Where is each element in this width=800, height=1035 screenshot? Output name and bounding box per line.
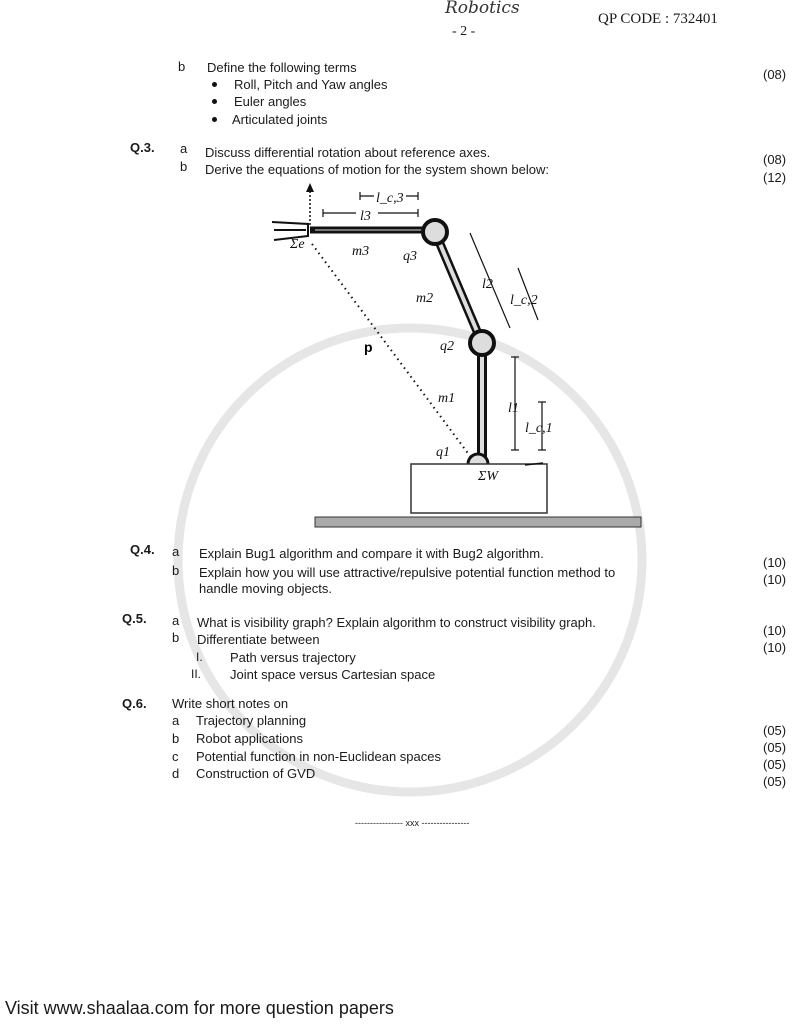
label-m3: m3 — [352, 244, 369, 259]
q2b-text: Define the following terms — [207, 60, 357, 75]
q5b-letter: b — [172, 630, 180, 645]
q2b-bullet-3: Articulated joints — [232, 112, 328, 127]
q6d-letter: d — [172, 766, 180, 781]
label-l3: l3 — [360, 209, 371, 224]
bullet-icon — [212, 82, 217, 87]
q4a-text: Explain Bug1 algorithm and compare it wi… — [199, 546, 544, 561]
robot-arm-diagram: l_c,3 l3 m3 q3 l2 l_c,2 m2 p q2 m1 l1 l_… — [271, 183, 642, 528]
label-m1: m1 — [438, 391, 455, 406]
q6a-text: Trajectory planning — [196, 713, 307, 728]
q3b-letter: b — [180, 159, 188, 174]
q2b-bullet-1: Roll, Pitch and Yaw angles — [234, 77, 388, 92]
q2b-marks: (08) — [763, 67, 787, 82]
q5-number: Q.5. — [122, 611, 147, 626]
label-q2: q2 — [440, 339, 454, 354]
qp-code: QP CODE : 732401 — [598, 11, 718, 27]
bullet-icon — [212, 117, 217, 122]
q3a-marks: (08) — [763, 152, 787, 167]
label-l2: l2 — [482, 277, 493, 292]
label-q1: q1 — [436, 445, 450, 460]
q3a-letter: a — [180, 141, 188, 156]
q2b-bullet-2: Euler angles — [234, 94, 307, 109]
q5b-item-1-num: I. — [196, 650, 203, 664]
q3a-text: Discuss differential rotation about refe… — [205, 145, 491, 160]
q2b-letter: b — [178, 59, 186, 74]
q3-number: Q.3. — [130, 140, 155, 155]
q5a-marks: (10) — [763, 623, 787, 638]
q6c-letter: c — [172, 749, 179, 764]
label-lc2: l_c,2 — [510, 293, 538, 308]
bullet-icon — [212, 99, 217, 104]
q5a-text: What is visibility graph? Explain algori… — [197, 615, 596, 630]
handwritten-subject: Robotics — [445, 0, 520, 18]
q6a-letter: a — [172, 713, 180, 728]
label-p: p — [364, 339, 373, 355]
q4a-marks: (10) — [763, 555, 787, 570]
q6b-text: Robot applications — [196, 731, 303, 746]
q6b-marks: (05) — [763, 740, 787, 755]
label-lc1: l_c,1 — [525, 421, 553, 436]
label-sigma-w: ΣW — [477, 469, 499, 484]
q4-number: Q.4. — [130, 542, 155, 557]
label-lc3: l_c,3 — [376, 191, 404, 206]
label-sigma-e: Σe — [289, 237, 305, 252]
page-number: - 2 - — [452, 24, 476, 39]
label-m2: m2 — [416, 291, 433, 306]
q3b-text: Derive the equations of motion for the s… — [205, 162, 549, 177]
q6c-text: Potential function in non-Euclidean spac… — [196, 749, 441, 764]
q4a-letter: a — [172, 544, 180, 559]
q4b-letter: b — [172, 563, 180, 578]
q5b-text: Differentiate between — [197, 632, 320, 647]
q6d-marks: (05) — [763, 774, 787, 789]
q6c-marks: (05) — [763, 757, 787, 772]
q5a-letter: a — [172, 613, 180, 628]
q4b-marks: (10) — [763, 572, 787, 587]
q5b-marks: (10) — [763, 640, 787, 655]
label-l1: l1 — [508, 401, 519, 416]
end-marker: ---------------- xxx ---------------- — [355, 818, 470, 828]
q6-number: Q.6. — [122, 696, 147, 711]
q4b-line-1: Explain how you will use attractive/repu… — [199, 565, 616, 580]
q6-text: Write short notes on — [172, 696, 289, 711]
label-q3: q3 — [403, 249, 417, 264]
q5b-item-2-num: II. — [191, 667, 202, 681]
q6b-letter: b — [172, 731, 180, 746]
q5b-item-1-text: Path versus trajectory — [230, 650, 356, 665]
q6d-text: Construction of GVD — [196, 766, 316, 781]
q3b-marks: (12) — [763, 170, 787, 185]
q5b-item-2-text: Joint space versus Cartesian space — [230, 667, 436, 682]
footer-link[interactable]: Visit www.shaalaa.com for more question … — [5, 998, 394, 1018]
q6a-marks: (05) — [763, 723, 787, 738]
q4b-line-2: handle moving objects. — [199, 581, 332, 596]
